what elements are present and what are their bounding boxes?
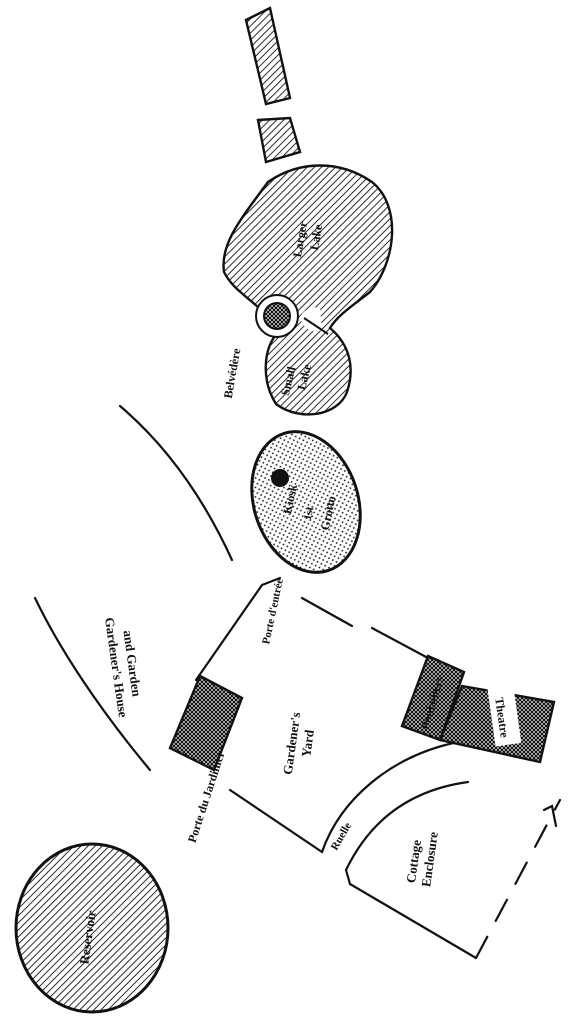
ruelle-curve-outer — [320, 740, 460, 854]
road-upper — [118, 404, 234, 562]
belvedere-icon — [263, 302, 291, 330]
kiosk-label: Kiosk — [280, 483, 300, 516]
upper-hatched-fragment — [244, 6, 292, 106]
grotto-area — [250, 430, 362, 574]
cottage-corner-notch — [542, 804, 558, 828]
yard-left-wall — [194, 583, 264, 682]
ruelle-label: Ruelle — [329, 820, 354, 852]
yard-lower-wall — [228, 788, 324, 854]
middle-hatched-fragment — [256, 116, 302, 164]
lakes — [222, 164, 394, 416]
kiosk-icon — [271, 469, 289, 487]
porte-dentree-label: Porte d'entrée — [260, 577, 286, 645]
reservoir — [14, 842, 170, 1014]
gardeners-yard-label-2: Yard — [298, 728, 317, 758]
yard-wall-segment-1 — [300, 596, 354, 628]
small-lake-label-2: Lake — [294, 362, 314, 391]
cottage-lower-wall — [348, 882, 478, 960]
lake-bridge — [303, 317, 329, 335]
theatre-label-band — [486, 679, 522, 747]
cottage-label: Cottage — [403, 839, 424, 884]
gardeners-house-building — [168, 674, 244, 772]
larger-lake-label-2: Lake — [307, 223, 325, 252]
cottage-dashed-wall — [474, 798, 562, 960]
ruelle-curve-inner — [344, 780, 470, 872]
yard-upper-wall — [260, 576, 282, 587]
reservoir-label: Reservoir — [76, 909, 98, 965]
cottage-left-wall — [344, 868, 352, 886]
belvedere-label: Belvédère — [221, 347, 244, 400]
yard-wall-segment-2 — [370, 626, 430, 660]
larger-lake-label: Larger — [290, 220, 310, 259]
cottage-enclosure-label: Enclosure — [418, 831, 441, 888]
grotto-number-label: 1st — [302, 505, 317, 521]
theatre-label: Theatre — [492, 696, 512, 739]
road-left — [33, 596, 152, 772]
